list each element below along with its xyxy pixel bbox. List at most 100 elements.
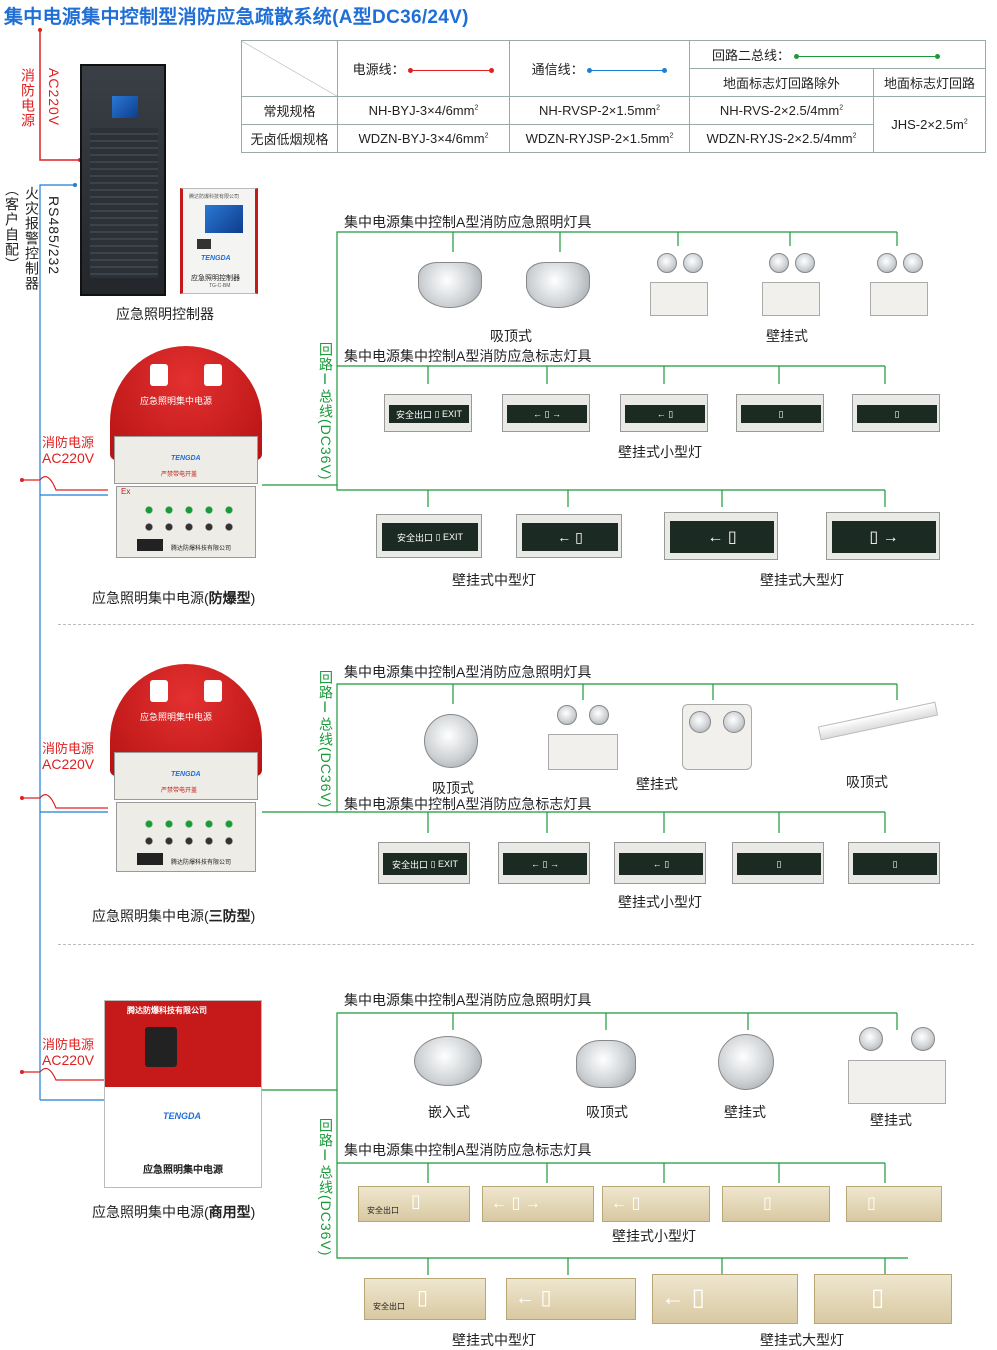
loop-bus-legend: 回路二总线： — [689, 40, 986, 69]
s2-warning: 严禁带电开盖 — [161, 788, 198, 794]
s2-control-panel: 腾达防爆科技有限公司 — [116, 802, 256, 872]
s1-display — [137, 539, 163, 551]
s3-wall-caption-2: 壁挂式 — [870, 1112, 912, 1128]
s3-wall-lamp-1 — [718, 1034, 774, 1090]
s1-warning: 严禁带电开盖 — [161, 472, 198, 478]
s3-loop-label: 回路Ⅰ总线(DC36V) — [318, 1118, 334, 1257]
s1-large-caption: 壁挂式大型灯 — [760, 572, 844, 588]
s2-switch-left — [150, 680, 168, 702]
section-divider-2 — [58, 944, 974, 945]
s2-sign-small-exit: 安全出口 ▯ EXIT — [378, 842, 470, 884]
s1-sign-small-run: ▯ — [852, 394, 940, 432]
s1-wall-caption: 壁挂式 — [766, 328, 808, 344]
s1-ceiling-lamp-1 — [418, 262, 482, 308]
s1-power-source: 应急照明集中电源 TENGDA 严禁带电开盖 Ex 腾达防爆科技有限公司 — [110, 346, 262, 578]
controller-caption: 应急照明控制器 — [116, 306, 214, 322]
s3-power-label: 消防电源 — [42, 1037, 95, 1052]
s2-indicators — [139, 817, 239, 831]
s3-sign-small-3: ← ▯ — [602, 1186, 710, 1222]
s3-medium-caption: 壁挂式中型灯 — [452, 1332, 536, 1348]
s1-sign-medium-left: ← ▯ — [516, 514, 622, 558]
s3-ceiling-lamp — [576, 1040, 636, 1088]
cell-jhs: JHS-2×2.5m2 — [873, 96, 986, 153]
s2-company: 腾达防爆科技有限公司 — [171, 860, 232, 866]
s3-wall-lamp-2 — [848, 1027, 946, 1104]
s3-box-title: 应急照明集中电源 — [143, 1165, 223, 1176]
s2-wall-caption: 壁挂式 — [636, 776, 678, 792]
power-line-legend: 电源线： — [337, 40, 510, 97]
s1-power-ac: AC220V — [42, 450, 95, 466]
cable-spec-table: 电源线： 通信线： 回路二总线： 地面标志灯回路除外 地面标志灯回路 常规规格 … — [241, 40, 986, 153]
fire-power-label: 消防电源 — [20, 68, 36, 128]
controller-panel: 腾达防爆科技有限公司 TENGDA 应急照明控制器 TG-C-BM — [180, 188, 258, 294]
s2-power-source: 应急照明集中电源 TENGDA 严禁带电开盖 腾达防爆科技有限公司 — [110, 664, 262, 892]
s1-medium-caption: 壁挂式中型灯 — [452, 572, 536, 588]
s2-loop-label: 回路Ⅰ总线(DC36V) — [318, 670, 334, 809]
s1-sign-large-left: ← ▯ — [664, 512, 778, 560]
cell: WDZN-BYJ-3×4/6mm2 — [337, 124, 510, 153]
s1-small-caption: 壁挂式小型灯 — [618, 444, 702, 460]
s3-sign-large-1: ← ▯ — [652, 1274, 798, 1324]
s3-controller-display — [145, 1027, 177, 1067]
section-divider-1 — [58, 624, 974, 625]
s1-switch-left — [150, 364, 168, 386]
s3-sign-large-2: ▯ — [814, 1274, 952, 1324]
s1-sign-group-title: 集中电源集中控制A型消防应急标志灯具 — [344, 348, 592, 364]
s3-sign-small-1: 安全出口▯ — [358, 1186, 470, 1222]
s3-red-panel: 腾达防爆科技有限公司 — [105, 1001, 261, 1087]
s3-caption: 应急照明集中电源(商用型) — [92, 1204, 256, 1220]
panel-screen — [205, 205, 243, 233]
s1-power-label: 消防电源 — [42, 435, 95, 450]
s2-display — [137, 853, 163, 865]
s3-sign-small-5: ▯ — [846, 1186, 942, 1222]
s1-wall-lamp-1 — [650, 253, 708, 316]
s3-large-caption: 壁挂式大型灯 — [760, 1332, 844, 1348]
s2-small-caption: 壁挂式小型灯 — [618, 894, 702, 910]
row-label-lszh: 无卤低烟规格 — [241, 124, 338, 153]
cell: NH-BYJ-3×4/6mm2 — [337, 96, 510, 125]
cell: WDZN-RYJS-2×2.5/4mm2 — [689, 124, 874, 153]
cell: NH-RVSP-2×1.5mm2 — [509, 96, 690, 125]
s2-power-ac: AC220V — [42, 756, 95, 772]
s2-knobs — [139, 835, 239, 847]
s3-recessed-caption: 嵌入式 — [428, 1104, 470, 1120]
s1-brand: TENGDA — [171, 455, 201, 462]
s1-knobs — [139, 521, 239, 533]
s2-sign-small-both: ← ▯ → — [498, 842, 590, 884]
s1-sign-small-both: ← ▯ → — [502, 394, 590, 432]
s3-brand: TENGDA — [163, 1111, 201, 1121]
sub-header-b: 地面标志灯回路 — [873, 68, 986, 97]
cabinet-grille — [90, 128, 158, 278]
s1-sign-medium-exit: 安全出口 ▯ EXIT — [376, 514, 482, 558]
s3-ceiling-caption: 吸顶式 — [586, 1104, 628, 1120]
s2-brand: TENGDA — [171, 771, 201, 778]
s3-power-source: 腾达防爆科技有限公司 TENGDA 应急照明集中电源 — [104, 1000, 262, 1188]
s3-sign-small-4: ▯ — [722, 1186, 830, 1222]
s2-sign-group-title: 集中电源集中控制A型消防应急标志灯具 — [344, 796, 592, 812]
cell: NH-RVS-2×2.5/4mm2 — [689, 96, 874, 125]
panel-title: 应急照明控制器 — [191, 275, 240, 282]
s2-ceiling-caption-1: 吸顶式 — [432, 780, 474, 796]
fire-alarm-label: 火灾报警控制器 — [24, 186, 40, 291]
sub-header-a: 地面标志灯回路除外 — [689, 68, 874, 97]
page-title: 集中电源集中控制型消防应急疏散系统(A型DC36/24V) — [4, 7, 469, 28]
row-label-regular: 常规规格 — [241, 96, 338, 125]
cell: WDZN-RYJSP-2×1.5mm2 — [509, 124, 690, 153]
panel-model: TG-C-BM — [209, 283, 231, 289]
cabinet-screen — [112, 96, 138, 118]
s1-sign-small-right: ▯ — [736, 394, 824, 432]
panel-keypad — [197, 239, 211, 249]
s1-control-panel: Ex 腾达防爆科技有限公司 — [116, 486, 256, 558]
s3-small-caption: 壁挂式小型灯 — [612, 1228, 696, 1244]
s2-light-group-title: 集中电源集中控制A型消防应急照明灯具 — [344, 664, 592, 680]
s1-sign-small-left: ← ▯ — [620, 394, 708, 432]
s1-company: 腾达防爆科技有限公司 — [171, 546, 232, 552]
s3-power-ac: AC220V — [42, 1052, 95, 1068]
s2-wall-lamp-1 — [548, 705, 618, 770]
s1-loop-label: 回路Ⅰ总线(DC36V) — [318, 342, 334, 481]
s1-wall-lamp-3 — [870, 253, 928, 316]
s2-caption: 应急照明集中电源(三防型) — [92, 908, 256, 924]
s3-sign-medium-2: ← ▯ — [506, 1278, 636, 1320]
s1-sign-small-exit: 安全出口 ▯ EXIT — [384, 394, 472, 432]
